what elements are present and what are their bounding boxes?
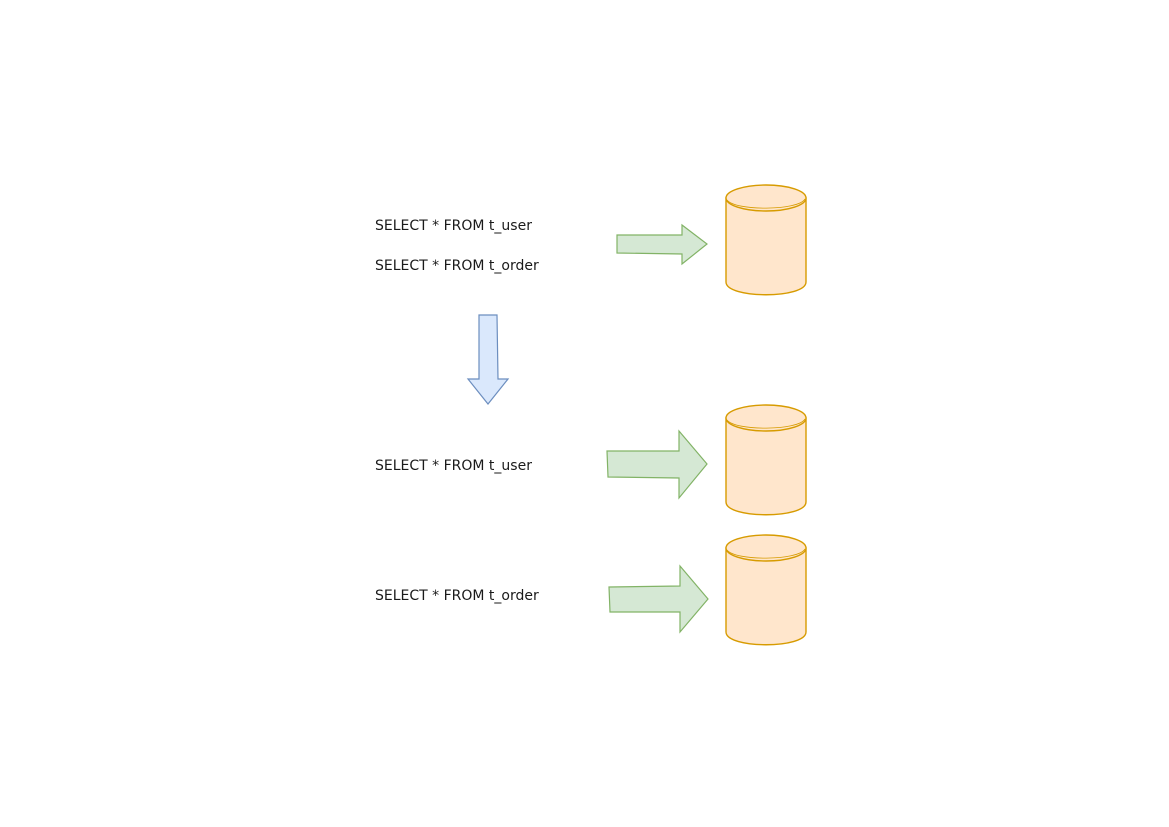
database-single-icon (725, 184, 807, 296)
route-arrow-to-order-db-icon (608, 564, 709, 634)
query-after-order: SELECT * FROM t_order (375, 588, 539, 604)
route-arrow-to-single-db-icon (616, 223, 708, 266)
database-order-icon (725, 534, 807, 646)
route-arrow-to-user-db-icon (606, 429, 708, 500)
query-before-user: SELECT * FROM t_user (375, 218, 532, 234)
database-user-icon (725, 404, 807, 516)
transform-arrow-down-icon (466, 314, 510, 405)
query-before-order: SELECT * FROM t_order (375, 258, 539, 274)
query-after-user: SELECT * FROM t_user (375, 458, 532, 474)
